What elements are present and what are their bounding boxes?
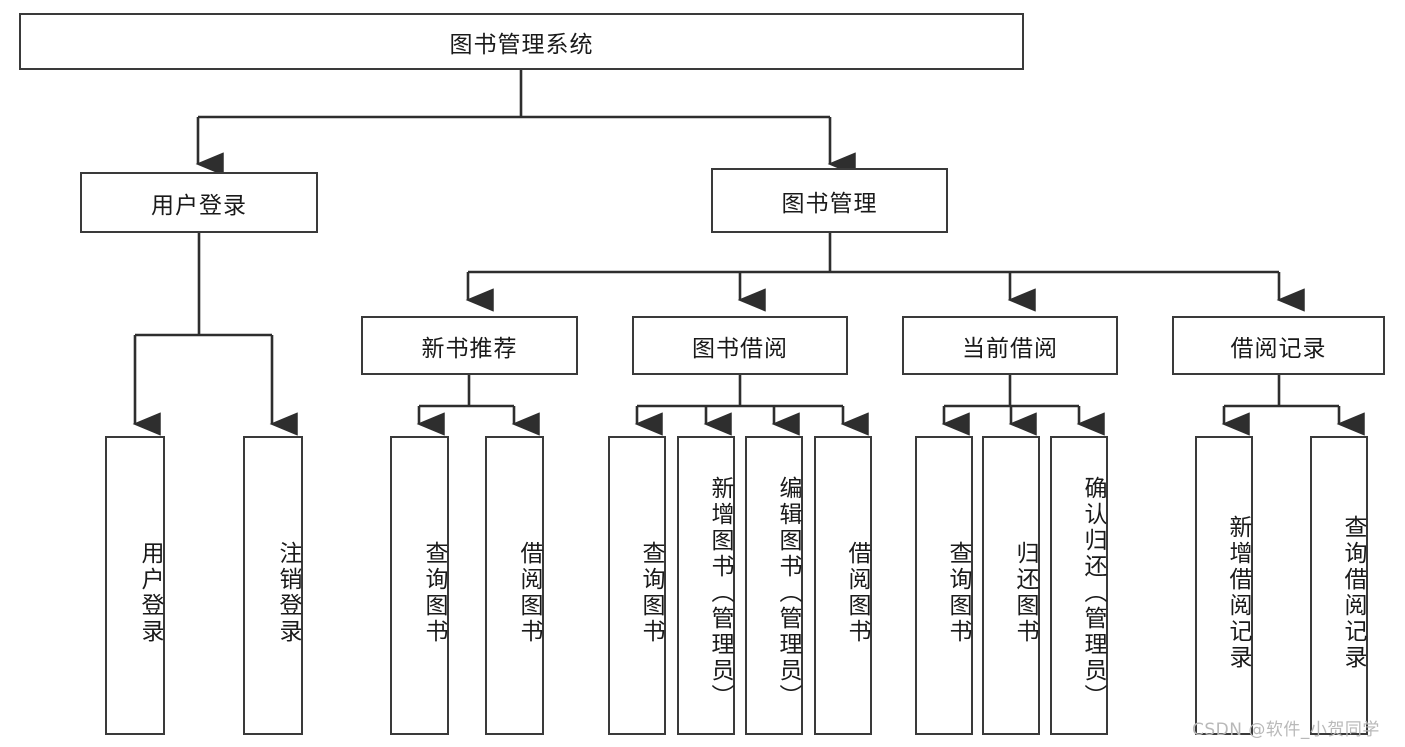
node-leaf-logout-login[interactable]: 注销登录	[243, 436, 303, 735]
node-label: 借阅图书	[516, 540, 542, 645]
node-label: 查询图书	[638, 540, 664, 645]
node-label: 注销登录	[275, 540, 301, 645]
node-leaf-borrow-book-1[interactable]: 借阅图书	[485, 436, 544, 735]
node-label: 借阅记录	[1230, 335, 1327, 362]
node-current-borrow[interactable]: 当前借阅	[902, 316, 1118, 375]
node-borrow-record[interactable]: 借阅记录	[1172, 316, 1385, 375]
node-label: 图书管理	[781, 190, 878, 217]
node-label: 查询图书	[421, 540, 447, 645]
node-leaf-add-book[interactable]: 新增图书（管理员）	[677, 436, 735, 735]
node-leaf-query-record[interactable]: 查询借阅记录	[1310, 436, 1368, 735]
node-label: 新书推荐	[421, 335, 518, 362]
node-leaf-edit-book[interactable]: 编辑图书（管理员）	[745, 436, 803, 735]
node-leaf-user-login[interactable]: 用户登录	[105, 436, 165, 735]
node-label: 图书管理系统	[449, 31, 594, 58]
csdn-watermark: CSDN @软件_小贺同学	[1192, 720, 1380, 740]
node-label: 用户登录	[151, 192, 247, 219]
node-label: 确认归还（管理员）	[1080, 475, 1106, 710]
node-label: 当前借阅	[962, 335, 1058, 362]
node-book-management[interactable]: 图书管理	[711, 168, 948, 233]
node-leaf-borrow-book-2[interactable]: 借阅图书	[814, 436, 872, 735]
node-label: 借阅图书	[844, 540, 870, 645]
node-leaf-query-book-1[interactable]: 查询图书	[390, 436, 449, 735]
node-leaf-return-book[interactable]: 归还图书	[982, 436, 1040, 735]
node-book-management-system[interactable]: 图书管理系统	[19, 13, 1024, 70]
node-label: 用户登录	[137, 540, 163, 645]
node-book-borrow[interactable]: 图书借阅	[632, 316, 848, 375]
node-label: 新增图书（管理员）	[707, 475, 733, 710]
node-label: 查询借阅记录	[1340, 514, 1366, 671]
node-new-book-recommend[interactable]: 新书推荐	[361, 316, 578, 375]
node-user-login[interactable]: 用户登录	[80, 172, 318, 233]
node-label: 编辑图书（管理员）	[775, 475, 801, 710]
node-leaf-confirm-return[interactable]: 确认归还（管理员）	[1050, 436, 1108, 735]
node-label: 图书借阅	[692, 335, 788, 362]
node-leaf-add-record[interactable]: 新增借阅记录	[1195, 436, 1253, 735]
node-label: 新增借阅记录	[1225, 514, 1251, 671]
node-leaf-query-book-2[interactable]: 查询图书	[608, 436, 666, 735]
node-label: 查询图书	[945, 540, 971, 645]
node-leaf-query-book-3[interactable]: 查询图书	[915, 436, 973, 735]
node-label: 归还图书	[1012, 540, 1038, 645]
